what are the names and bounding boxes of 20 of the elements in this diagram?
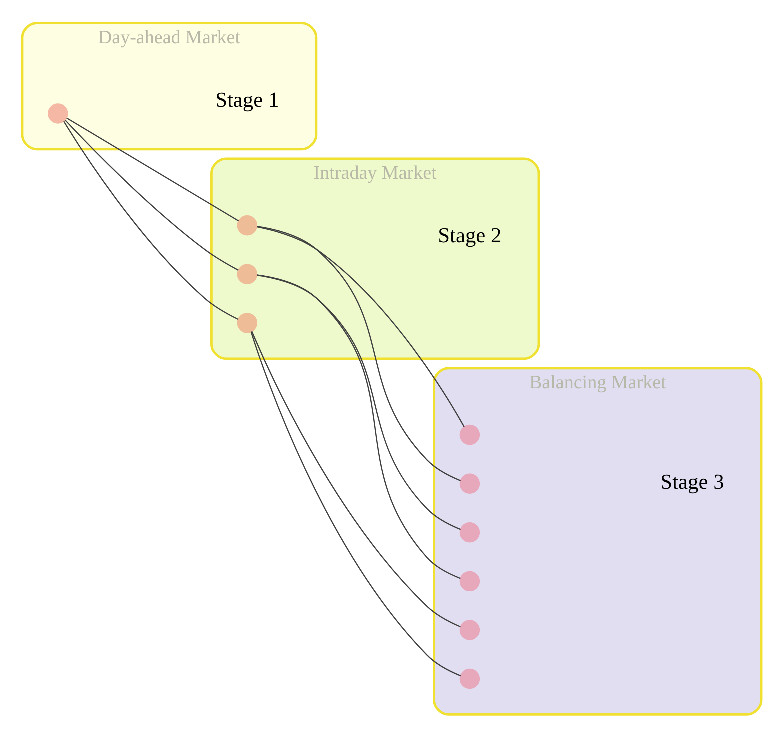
node-circle: [460, 571, 480, 592]
connector: [66, 118, 240, 222]
node-circle: [237, 264, 258, 284]
connector: [257, 226, 462, 482]
node-circle: [460, 668, 480, 690]
node-circle: [237, 215, 258, 236]
node-circle: [460, 474, 480, 494]
connector: [257, 274, 462, 530]
connector: [65, 120, 239, 271]
connector: [64, 121, 239, 320]
node-label: Stage 2: [438, 224, 502, 248]
node-circle: [460, 424, 480, 446]
node-label: Stage 3: [660, 470, 724, 494]
node-circle: [237, 313, 258, 334]
node-circle: [48, 104, 68, 124]
connector: [257, 274, 461, 580]
node-circle: [460, 620, 480, 640]
node-circle: [460, 522, 480, 543]
node-label: Stage 1: [216, 88, 280, 112]
connector: [257, 226, 465, 428]
